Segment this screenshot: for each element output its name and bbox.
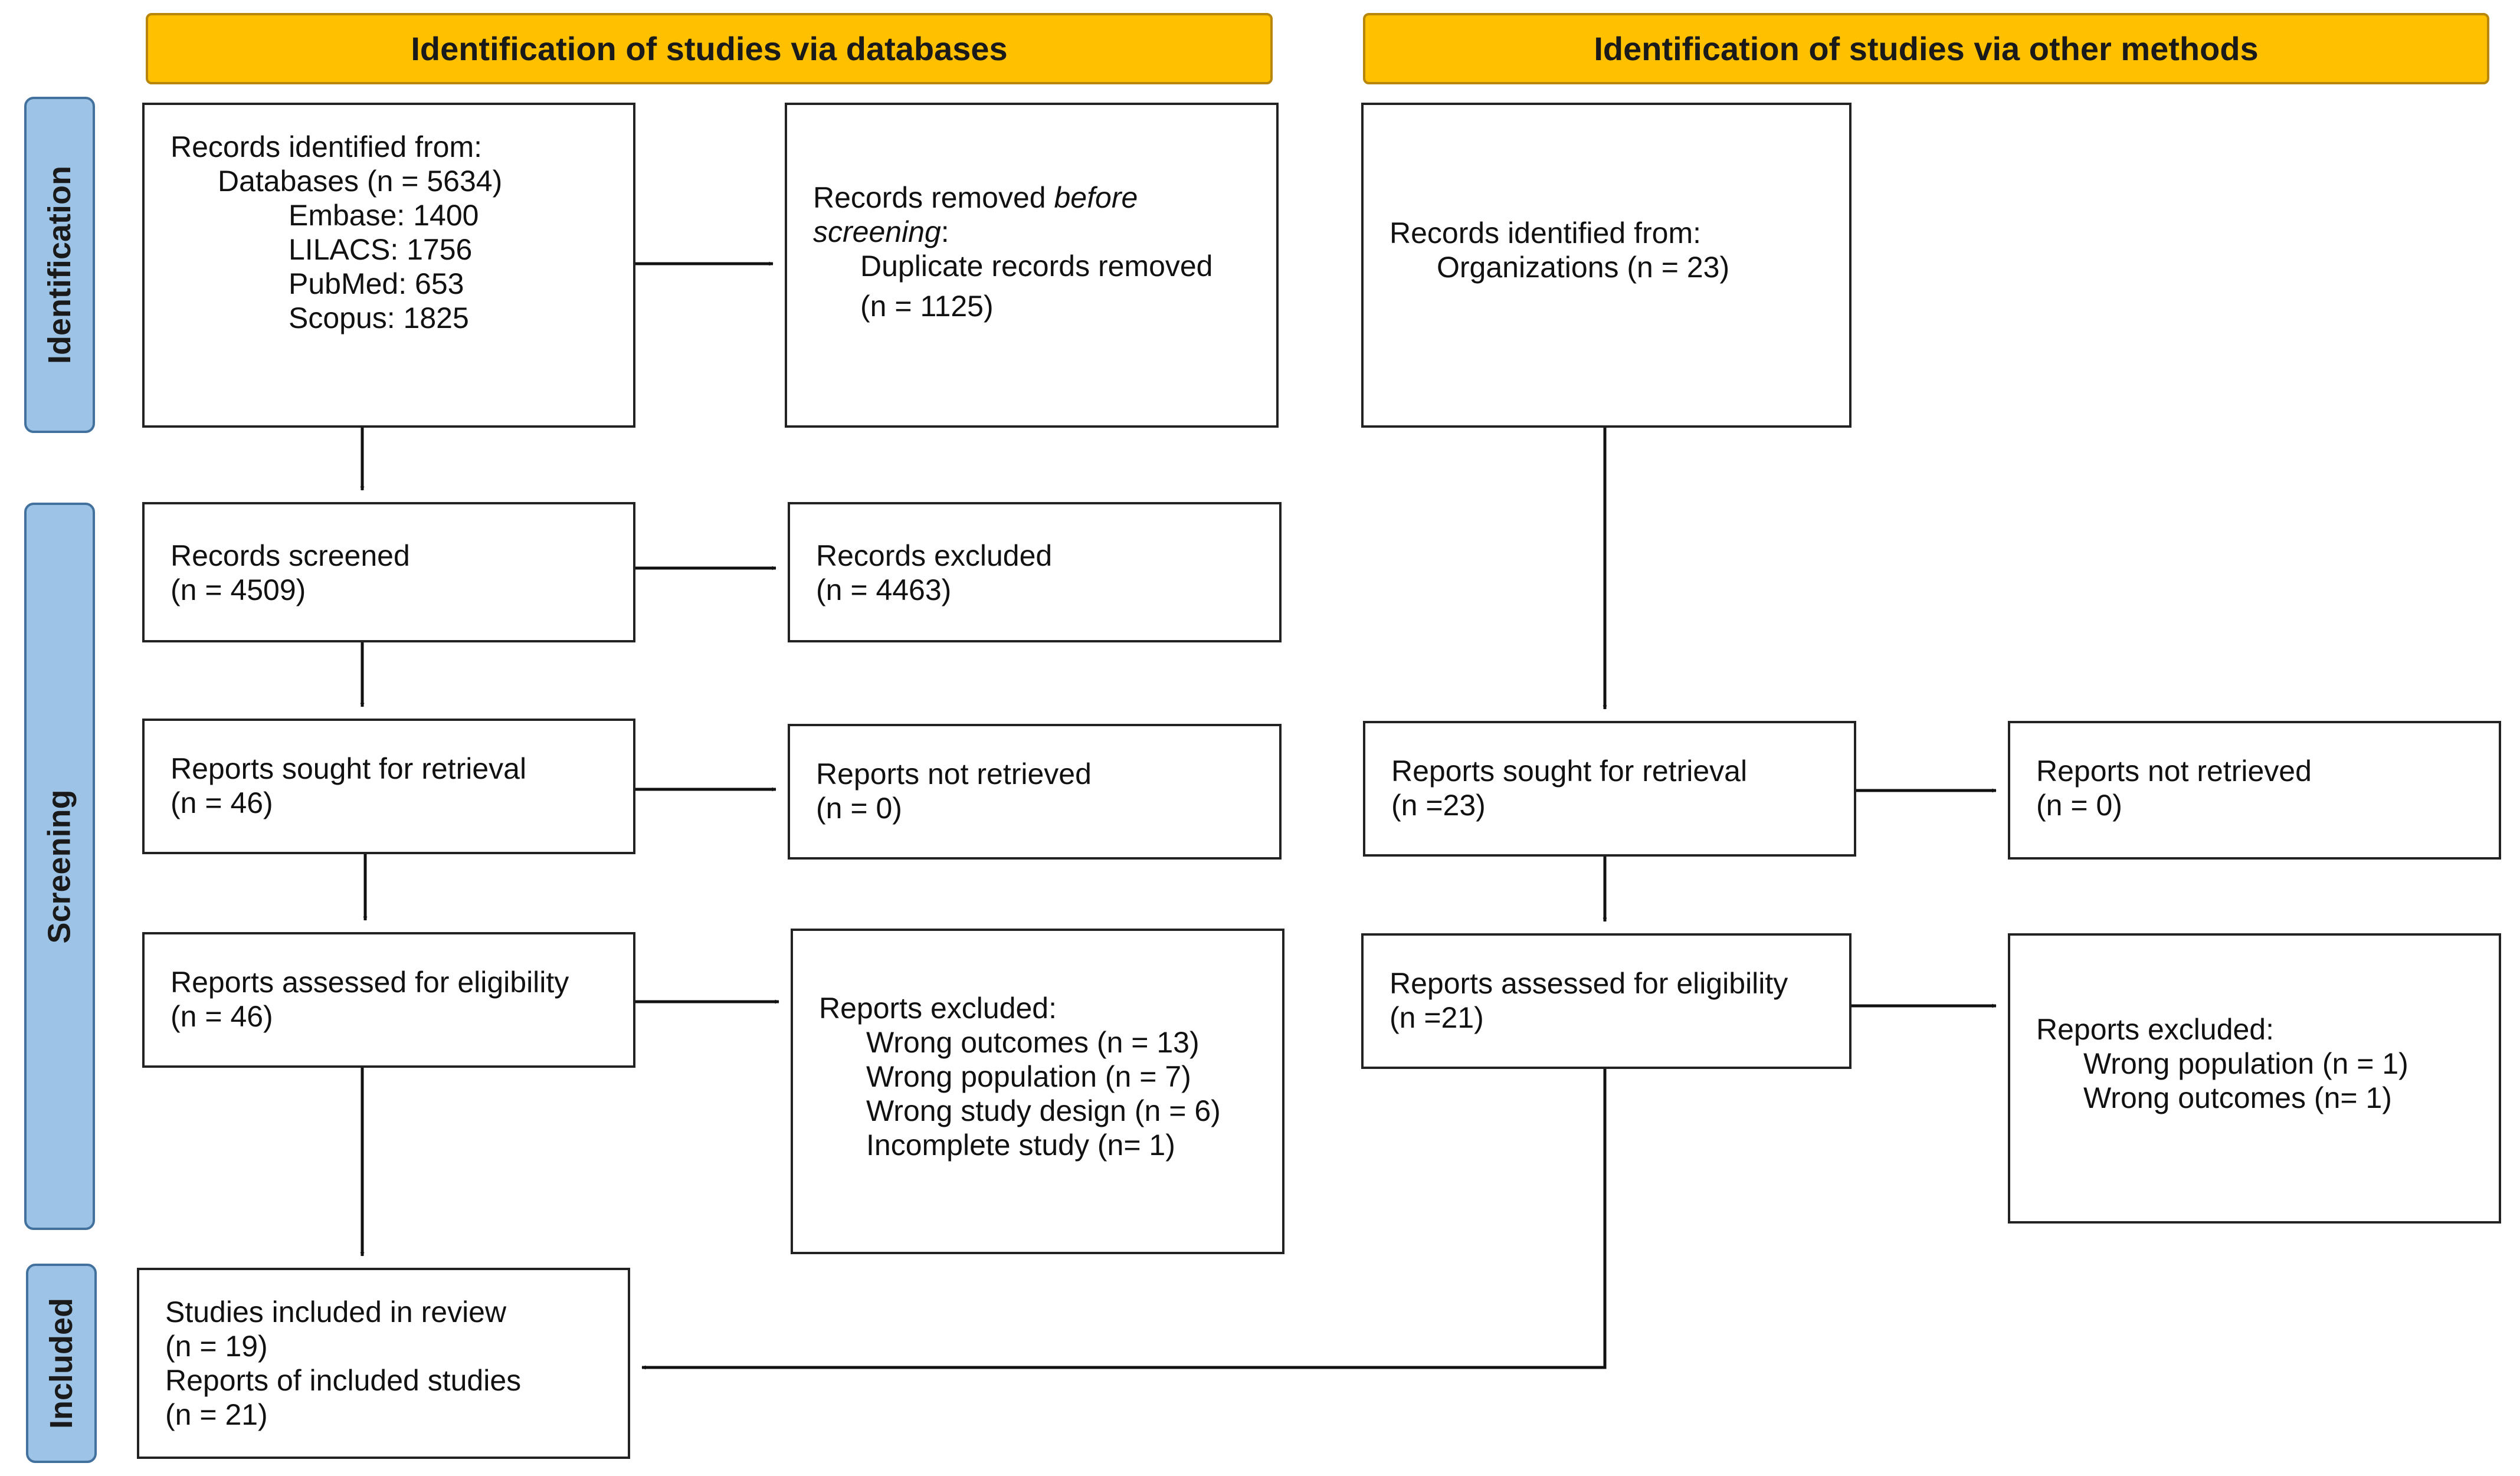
db-reports-excluded-box: Reports excluded: Wrong outcomes (n = 13… xyxy=(791,929,1284,1254)
reports-included-title: Reports of included studies xyxy=(165,1364,522,1397)
db-reason-wrong-study-design: Wrong study design (n = 6) xyxy=(866,1094,1221,1127)
db-removed-line: Records removed before xyxy=(813,181,1276,215)
db-identified-lilacs: LILACS: 1756 xyxy=(289,233,473,266)
db-screened-count: (n = 4509) xyxy=(171,573,306,606)
other-methods-header-label: Identification of studies via other meth… xyxy=(1594,30,2259,67)
other-reason-wrong-population: Wrong population (n = 1) xyxy=(2083,1047,2408,1080)
studies-included-box: Studies included in review (n = 19) Repo… xyxy=(137,1268,630,1459)
studies-included-title: Studies included in review xyxy=(165,1295,507,1329)
other-sought-count: (n =23) xyxy=(1391,789,1486,822)
other-assessed-title: Reports assessed for eligibility xyxy=(1390,967,1788,1000)
db-sought-title: Reports sought for retrieval xyxy=(171,752,527,785)
databases-header-label: Identification of studies via databases xyxy=(411,30,1008,67)
db-excluded-count: (n = 4463) xyxy=(816,573,952,606)
other-identified-organizations: Organizations (n = 23) xyxy=(1437,251,1730,284)
db-removed-prefix: Records removed xyxy=(813,181,1054,214)
db-identified-title: Records identified from: xyxy=(171,130,483,163)
studies-included-count: (n = 19) xyxy=(165,1330,268,1363)
other-sought-title: Reports sought for retrieval xyxy=(1391,755,1748,788)
db-removed-line2: screening: xyxy=(813,215,1276,249)
db-identified-pubmed: PubMed: 653 xyxy=(289,267,464,300)
other-reports-excluded-title: Reports excluded: xyxy=(2036,1013,2275,1046)
db-not-retrieved-title: Reports not retrieved xyxy=(816,757,1092,791)
other-reports-sought-box: Reports sought for retrieval (n =23) xyxy=(1363,721,1856,857)
phase-screening: Screening xyxy=(24,503,95,1230)
db-assessed-count: (n = 46) xyxy=(171,1000,273,1033)
db-removed-emph-screening: screening xyxy=(813,215,941,248)
db-reports-excluded-title: Reports excluded: xyxy=(819,992,1057,1025)
db-records-removed-box: Records removed before screening: Duplic… xyxy=(785,103,1279,428)
db-sought-count: (n = 46) xyxy=(171,786,273,819)
db-removed-colon: : xyxy=(941,215,949,248)
db-reason-wrong-outcomes: Wrong outcomes (n = 13) xyxy=(866,1026,1200,1059)
other-methods-header: Identification of studies via other meth… xyxy=(1363,13,2489,84)
other-reports-not-retrieved-box: Reports not retrieved (n = 0) xyxy=(2008,721,2501,860)
other-reason-wrong-outcomes: Wrong outcomes (n= 1) xyxy=(2083,1081,2392,1114)
db-reports-assessed-box: Reports assessed for eligibility (n = 46… xyxy=(142,932,635,1068)
arrow-other-assessed-to-included xyxy=(641,1069,1607,1370)
other-not-retrieved-title: Reports not retrieved xyxy=(2036,755,2312,788)
db-not-retrieved-count: (n = 0) xyxy=(816,792,902,825)
db-identified-databases: Databases (n = 5634) xyxy=(218,165,503,198)
other-identified-title: Records identified from: xyxy=(1390,217,1702,250)
other-assessed-count: (n =21) xyxy=(1390,1001,1484,1034)
db-records-identified-box: Records identified from: Databases (n = … xyxy=(142,103,635,428)
reports-included-count: (n = 21) xyxy=(165,1398,268,1431)
db-records-excluded-box: Records excluded (n = 4463) xyxy=(788,502,1282,642)
phase-identification: Identification xyxy=(24,97,95,433)
db-excluded-title: Records excluded xyxy=(816,539,1053,572)
db-identified-scopus: Scopus: 1825 xyxy=(289,301,469,334)
db-reason-incomplete-study: Incomplete study (n= 1) xyxy=(866,1129,1175,1162)
other-not-retrieved-count: (n = 0) xyxy=(2036,789,2122,822)
db-identified-embase: Embase: 1400 xyxy=(289,199,479,232)
db-assessed-title: Reports assessed for eligibility xyxy=(171,966,569,999)
databases-header: Identification of studies via databases xyxy=(146,13,1273,84)
other-reports-excluded-box: Reports excluded: Wrong population (n = … xyxy=(2008,933,2501,1224)
phase-included: Included xyxy=(26,1264,97,1463)
db-reason-wrong-population: Wrong population (n = 7) xyxy=(866,1060,1191,1093)
db-records-screened-box: Records screened (n = 4509) xyxy=(142,502,635,642)
other-reports-assessed-box: Reports assessed for eligibility (n =21) xyxy=(1361,933,1852,1069)
db-reports-sought-box: Reports sought for retrieval (n = 46) xyxy=(142,719,635,854)
db-removed-count: (n = 1125) xyxy=(860,290,994,323)
db-screened-title: Records screened xyxy=(171,539,410,572)
db-removed-duplicates: Duplicate records removed xyxy=(860,250,1213,283)
db-reports-not-retrieved-box: Reports not retrieved (n = 0) xyxy=(788,724,1282,860)
db-removed-emph-before: before xyxy=(1054,181,1138,214)
other-records-identified-box: Records identified from: Organizations (… xyxy=(1361,103,1852,428)
